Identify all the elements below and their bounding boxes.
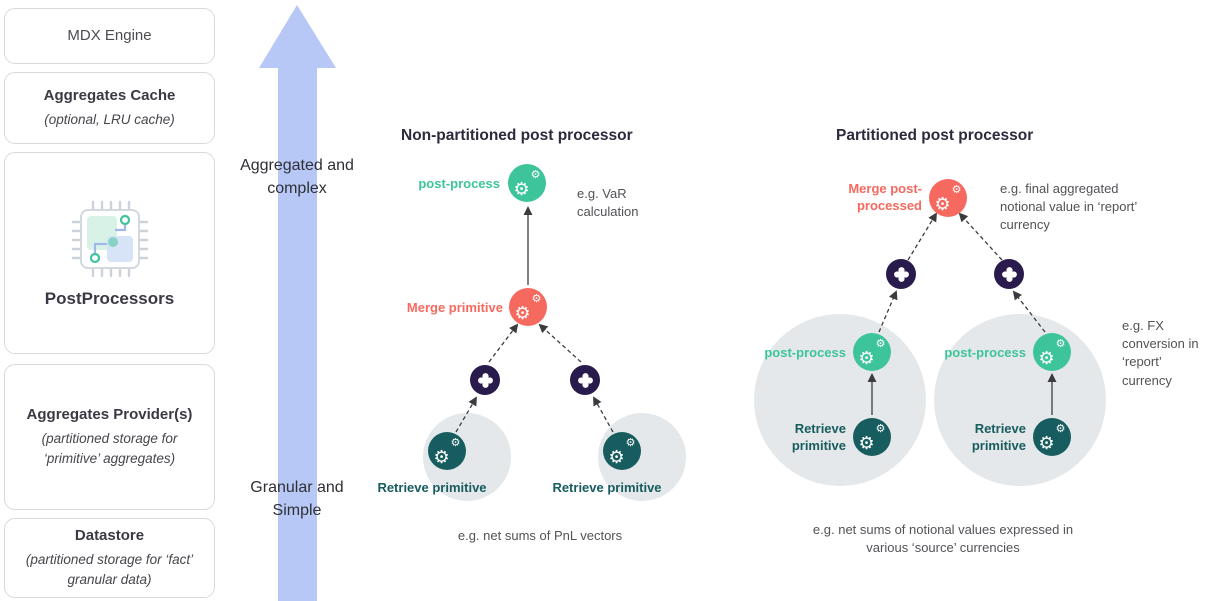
gear-icon: ⚙ <box>1055 337 1066 350</box>
gear-icon: ⚙ <box>875 422 886 435</box>
contribute-node-left-p <box>886 259 916 289</box>
box-title: Aggregates Provider(s) <box>26 406 193 423</box>
gear-icon: ⚙ <box>514 302 531 323</box>
contribute-node-right-p <box>994 259 1024 289</box>
post-process-label: post-process <box>418 176 500 191</box>
merge-post-processed-label: Merge post-processed <box>848 181 922 213</box>
gear-icon: ⚙ <box>608 446 625 467</box>
stack-box-mdx-engine: MDX Engine <box>4 8 215 64</box>
gears-icon: ⚙ ⚙ <box>1038 422 1066 453</box>
clover-icon <box>477 372 493 388</box>
gear-icon: ⚙ <box>450 436 461 449</box>
stack-box-datastore: Datastore (partitioned storage for ‘fact… <box>4 518 215 598</box>
cpu-chip-icon <box>71 200 148 278</box>
retrieve-node-right: ⚙ ⚙ <box>603 432 641 470</box>
non-partitioned-title: Non-partitioned post processor <box>401 127 633 144</box>
merge-post-processed-node: ⚙ ⚙ <box>929 179 967 217</box>
gears-icon: ⚙ ⚙ <box>513 168 541 199</box>
gears-icon: ⚙ ⚙ <box>433 436 461 467</box>
stack-box-aggregates-cache: Aggregates Cache (optional, LRU cache) <box>4 72 215 144</box>
gear-icon: ⚙ <box>531 292 542 305</box>
retrieve-label-right-p: Retrieve primitive <box>971 421 1026 453</box>
gear-icon: ⚙ <box>1055 422 1066 435</box>
notional-annotation: e.g. final aggregated notional value in … <box>1000 181 1137 233</box>
retrieve-node-left: ⚙ ⚙ <box>428 432 466 470</box>
retrieve-node-right-p: ⚙ ⚙ <box>1033 418 1071 456</box>
pnl-annotation: e.g. net sums of PnL vectors <box>457 528 623 543</box>
box-title: Aggregates Cache <box>43 87 176 105</box>
post-process-label-right-p: post-process <box>944 345 1026 360</box>
box-title: MDX Engine <box>67 27 152 45</box>
clover-icon <box>893 266 909 282</box>
gear-icon: ⚙ <box>433 446 450 467</box>
gear-icon: ⚙ <box>951 183 962 196</box>
post-process-node-right-p: ⚙ ⚙ <box>1033 333 1071 371</box>
axis-label-top: Aggregated and complex <box>240 157 354 198</box>
box-subtitle: (partitioned storage for ‘fact’ granular… <box>25 551 194 587</box>
contribute-node-left <box>470 365 500 395</box>
box-title: PostProcessors <box>44 288 175 308</box>
stack-box-aggregates-provider: Aggregates Provider(s) (partitioned stor… <box>4 364 215 510</box>
gear-icon: ⚙ <box>1038 432 1055 453</box>
post-process-node: ⚙ ⚙ <box>508 164 546 202</box>
box-subtitle: (optional, LRU cache) <box>44 111 175 127</box>
retrieve-node-left-p: ⚙ ⚙ <box>853 418 891 456</box>
partitioned-title: Partitioned post processor <box>836 127 1034 144</box>
gear-icon: ⚙ <box>1038 347 1055 368</box>
gear-icon: ⚙ <box>513 178 530 199</box>
gears-icon: ⚙ ⚙ <box>514 292 542 323</box>
retrieve-label-right: Retrieve primitive <box>552 480 662 495</box>
post-process-node-left-p: ⚙ ⚙ <box>853 333 891 371</box>
gear-icon: ⚙ <box>625 436 636 449</box>
gear-icon: ⚙ <box>875 337 886 350</box>
axis-label-bottom: Granular and Simple <box>250 479 344 520</box>
box-subtitle: (partitioned storage for ‘primitive’ agg… <box>41 430 178 466</box>
clover-icon <box>577 372 593 388</box>
gears-icon: ⚙ ⚙ <box>1038 337 1066 368</box>
gears-icon: ⚙ ⚙ <box>858 422 886 453</box>
gear-icon: ⚙ <box>530 168 541 181</box>
retrieve-label-left: Retrieve primitive <box>377 480 487 495</box>
merge-primitive-node: ⚙ ⚙ <box>509 288 547 326</box>
partition-bubble-right <box>934 314 1106 486</box>
var-annotation: e.g. VaR calculation <box>577 186 639 220</box>
gear-icon: ⚙ <box>858 347 875 368</box>
source-currencies-annotation: e.g. net sums of notional values express… <box>812 522 1074 556</box>
fx-annotation: e.g. FX conversion in ‘report’ currency <box>1122 318 1199 388</box>
gears-icon: ⚙ ⚙ <box>858 337 886 368</box>
clover-icon <box>1001 266 1017 282</box>
retrieve-label-left-p: Retrieve primitive <box>791 421 846 453</box>
partition-bubble-left <box>754 314 926 486</box>
box-title: Datastore <box>74 527 145 544</box>
gears-icon: ⚙ ⚙ <box>934 183 962 214</box>
gear-icon: ⚙ <box>858 432 875 453</box>
merge-primitive-label: Merge primitive <box>406 300 503 315</box>
post-process-label-left-p: post-process <box>764 345 846 360</box>
gears-icon: ⚙ ⚙ <box>608 436 636 467</box>
gear-icon: ⚙ <box>934 193 951 214</box>
stack-box-postprocessors: PostProcessors <box>4 152 215 354</box>
contribute-node-right <box>570 365 600 395</box>
